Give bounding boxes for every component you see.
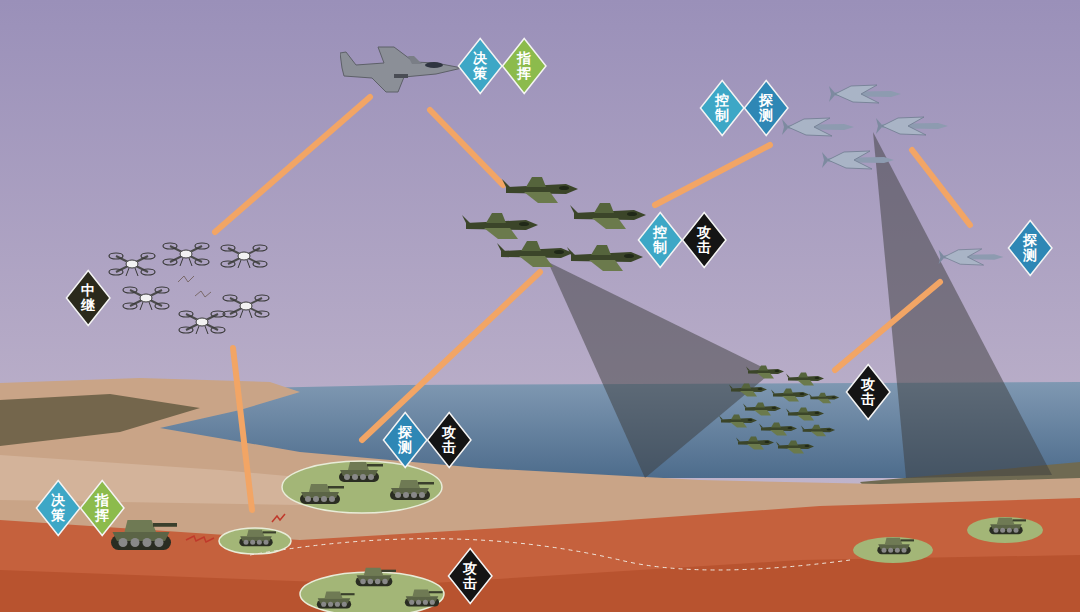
vertical-label: 决策 [473,51,487,82]
label-diamond: 决策 [36,480,80,536]
diamond-outline [744,81,788,136]
diamond-outline [458,39,502,94]
diamond-outline [700,81,744,136]
diamond-outline [383,413,427,468]
diamond-outline [80,481,124,536]
vertical-label: 中继 [81,283,95,314]
diamond-outline [36,481,80,536]
vertical-label: 指挥 [95,493,109,524]
vertical-label: 指挥 [517,51,531,82]
label-diamond: 探测 [1008,220,1052,276]
vertical-label: 攻击 [442,425,456,456]
diamond-outline [1008,221,1052,276]
vertical-label: 攻击 [463,561,477,592]
vertical-label: 探测 [1023,233,1037,264]
diamond-outline [66,271,110,326]
diamond-outline [502,39,546,94]
label-diamond: 攻击 [846,364,890,420]
label-diamond: 攻击 [448,548,492,604]
label-diamond: 探测 [383,412,427,468]
diamond-outline [682,213,726,268]
vertical-label: 攻击 [697,225,711,256]
vertical-label: 控制 [653,225,667,256]
label-diamond: 中继 [66,270,110,326]
diamond-outline [846,365,890,420]
vertical-label: 决策 [51,493,65,524]
label-diamond: 控制 [700,80,744,136]
label-diamond: 指挥 [80,480,124,536]
label-diamond: 攻击 [427,412,471,468]
label-diamond: 探测 [744,80,788,136]
label-diamond: 决策 [458,38,502,94]
vertical-label: 探测 [759,93,773,124]
diamond-outline [638,213,682,268]
label-diamond: 控制 [638,212,682,268]
vertical-label: 攻击 [861,377,875,408]
vertical-label: 探测 [398,425,412,456]
vertical-label: 控制 [715,93,729,124]
label-diamond: 攻击 [682,212,726,268]
diamond-outline [427,413,471,468]
label-diamond: 指挥 [502,38,546,94]
diamond-outline [448,549,492,604]
